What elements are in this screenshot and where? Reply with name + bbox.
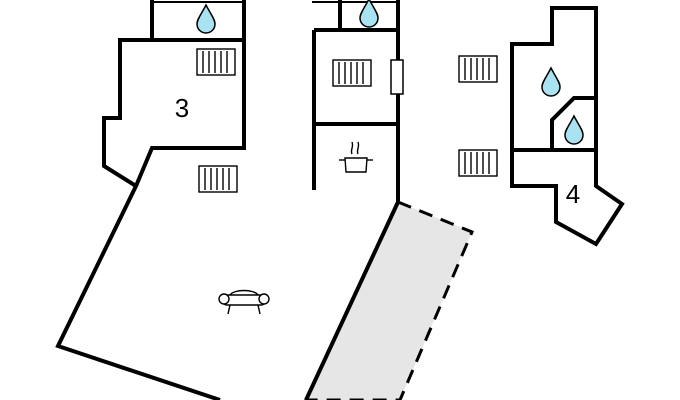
water-drop-icon [541,66,561,97]
water-drop-icon [359,0,379,28]
radiator-icon [458,149,498,177]
sofa-icon [218,289,270,315]
window [390,59,404,95]
radiator-icon [196,48,236,76]
room-3-inner-wall [134,38,246,187]
radiator-icon [458,55,498,83]
right-building [510,6,625,247]
middle-building [304,0,404,400]
radiator-icon [332,59,372,87]
water-drop-icon [564,114,584,145]
left-building-outer-wall [55,0,221,400]
room-4-label: 4 [566,179,580,209]
room-4-outer-wall [510,6,625,247]
kitchen-outer-wall [312,28,398,190]
terrace-area [304,200,474,400]
room-4-shower-wall [550,96,596,150]
water-drop-icon [196,3,216,34]
room-3-label: 3 [175,93,189,123]
radiator-icon [198,165,238,193]
left-building [55,0,246,400]
cooking-pot-icon [339,141,373,173]
